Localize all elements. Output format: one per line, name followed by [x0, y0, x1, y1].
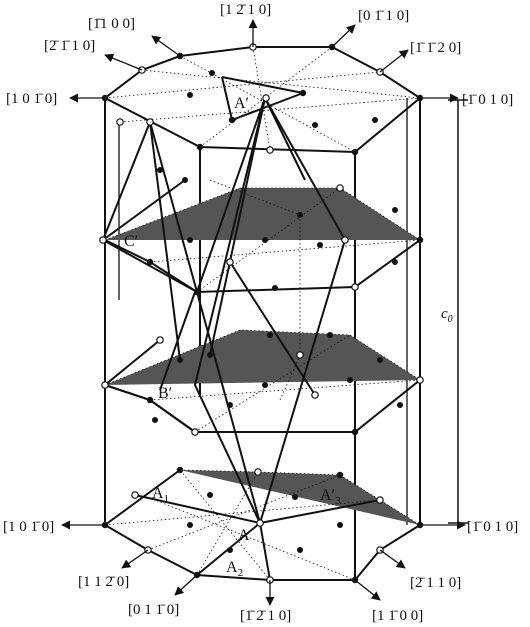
- top-direction-arrows: [69, 19, 459, 103]
- bottom-label-m2110: [2̄ 1 1 0]: [410, 575, 461, 591]
- top-direction-labels: [1̄1 0 0] [1 2̄ 1 0] [0 1̄ 1 0] [2̄ 1̄ 1…: [6, 2, 513, 108]
- site-labels: A′ C′ B′ A A1 A2 A′3: [124, 95, 341, 579]
- site-label-a3: A′: [320, 487, 335, 504]
- svg-text:A1: A1: [152, 485, 169, 505]
- top-label-m1010l: [1 0 1̄ 0]: [6, 91, 57, 107]
- site-label-a1-sub: 1: [164, 493, 170, 505]
- site-label-a1: A: [152, 485, 164, 502]
- bottom-label-m1210: [1̄ 2̄ 1 0]: [240, 608, 291, 624]
- top-label-m1100: [1̄1 0 0]: [88, 16, 135, 32]
- site-label-a2-sub: 2: [238, 567, 244, 579]
- diagonal-structure: [102, 95, 347, 526]
- c-axis-subscript: 0: [448, 314, 453, 325]
- top-label-m2110: [2̄ 1̄ 1 0]: [44, 38, 95, 54]
- site-label-c-prime: C′: [124, 233, 138, 250]
- bottom-label-m1100: [1 1̄ 0 0]: [372, 608, 423, 624]
- top-label-m1120: [1̄ 1̄ 2 0]: [410, 40, 461, 56]
- site-label-a-prime: A′: [234, 95, 249, 112]
- bottom-label-m1010r: [1̄ 0 1 0]: [467, 519, 518, 535]
- top-label-m1010r: [1̄ 0 1 0]: [462, 92, 513, 108]
- svg-text:A′3: A′3: [320, 487, 341, 507]
- top-label-m1210: [1 2̄ 1 0]: [220, 2, 271, 18]
- svg-text:A2: A2: [226, 559, 243, 579]
- c-axis-label: c: [441, 306, 448, 322]
- bottom-label-m0110: [0 1 1̄ 0]: [128, 602, 179, 618]
- site-label-a: A: [238, 527, 250, 544]
- site-label-a2: A: [226, 559, 238, 576]
- top-label-m0110: [0 1̄ 1 0]: [358, 8, 409, 24]
- bottom-label-m1010l: [1 0 1̄ 0]: [3, 519, 54, 535]
- top-hexagon: [104, 46, 422, 154]
- bottom-label-m1120: [1 1 2̄ 0]: [78, 574, 129, 590]
- site-label-a3-sub: 3: [335, 495, 341, 507]
- svg-text:c0: c0: [441, 306, 453, 325]
- site-label-b-prime: B′: [158, 385, 172, 402]
- c0-axis: c0: [441, 99, 468, 524]
- bottom-direction-arrows: [61, 520, 466, 606]
- bottom-direction-labels: [1 0 1̄ 0] [1̄ 0 1 0] [1 1 2̄ 0] [2̄ 1 1…: [3, 519, 518, 624]
